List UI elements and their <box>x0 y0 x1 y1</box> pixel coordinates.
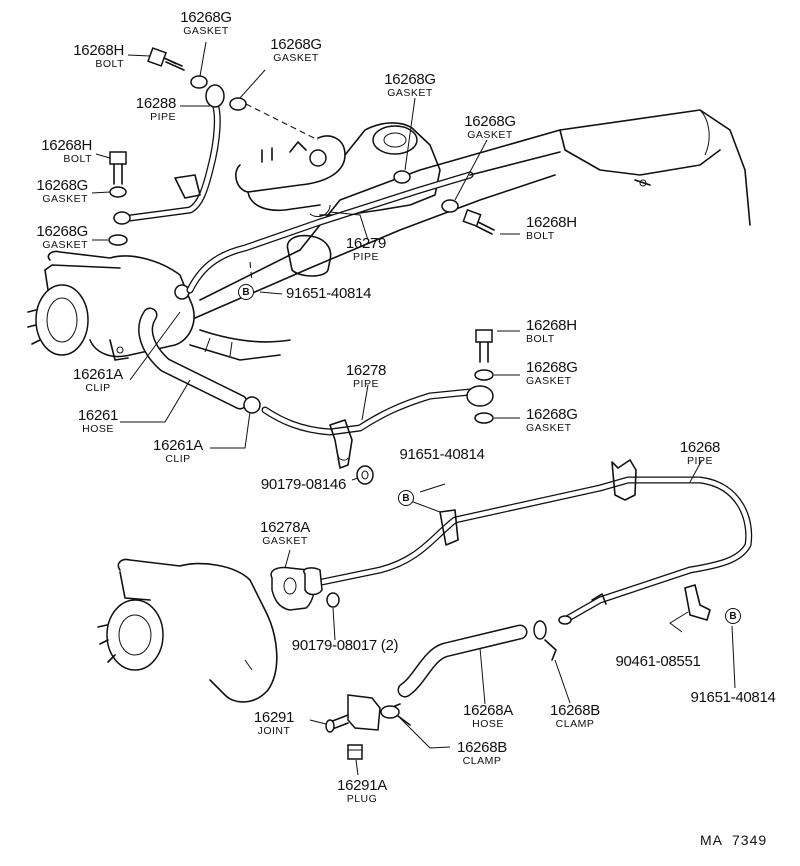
dashed-leader <box>245 103 319 141</box>
gasket-16268g-a <box>190 75 208 89</box>
diagram-code: MA 7349 <box>700 832 768 848</box>
ref-mark-b: B <box>725 608 741 624</box>
plug-16291a <box>347 744 363 760</box>
gasket-16268g-b <box>229 97 247 111</box>
clip-16261a-upper <box>174 284 190 300</box>
pipe-16288 <box>113 84 225 225</box>
gasket-16268g-e <box>393 170 411 184</box>
bolt-16268h-top <box>147 47 185 71</box>
water-outlet-housing <box>235 122 441 277</box>
pipe-16268 <box>318 459 753 625</box>
callout-91651-40814-b: 91651-40814 <box>399 446 485 463</box>
ref-mark-b: B <box>238 284 254 300</box>
nut-90179-08146 <box>356 465 374 485</box>
engine-block-outline <box>189 109 751 361</box>
callout-91651-40814-a: 91651-40814 <box>286 285 372 302</box>
callout-leaders <box>91 41 736 776</box>
clamp-16268b-lower <box>380 705 411 726</box>
pipe-16279 <box>186 151 561 294</box>
bolt-16268h-left <box>109 151 127 185</box>
bolt-16268h-right <box>462 209 495 235</box>
pipe-16278 <box>261 385 494 469</box>
clamp-16268b-upper <box>533 620 557 661</box>
water-pump-lower <box>97 558 278 703</box>
clip-16261a-lower <box>243 396 261 414</box>
callout-90179-08146: 90179-08146 <box>260 476 346 493</box>
ref-mark-b: B <box>398 490 414 506</box>
nut-90179-08017 <box>326 592 340 608</box>
bracket-90461-08551 <box>684 584 711 621</box>
dashed-leader <box>249 261 253 283</box>
callout-91651-40814-c: 91651-40814 <box>690 689 776 706</box>
gasket-16268g-c <box>109 186 127 198</box>
callout-90461-08551: 90461-08551 <box>615 653 701 670</box>
water-pump-upper <box>27 250 195 361</box>
callout-90179-08017: 90179-08017 (2) <box>291 637 399 654</box>
gasket-16278a <box>270 566 323 611</box>
bolt-16268h-mid <box>475 329 493 363</box>
gasket-16268g-g <box>474 369 494 381</box>
gasket-16268g-f <box>441 199 459 213</box>
gasket-16268g-d <box>108 234 128 246</box>
gasket-16268g-h <box>474 412 494 424</box>
